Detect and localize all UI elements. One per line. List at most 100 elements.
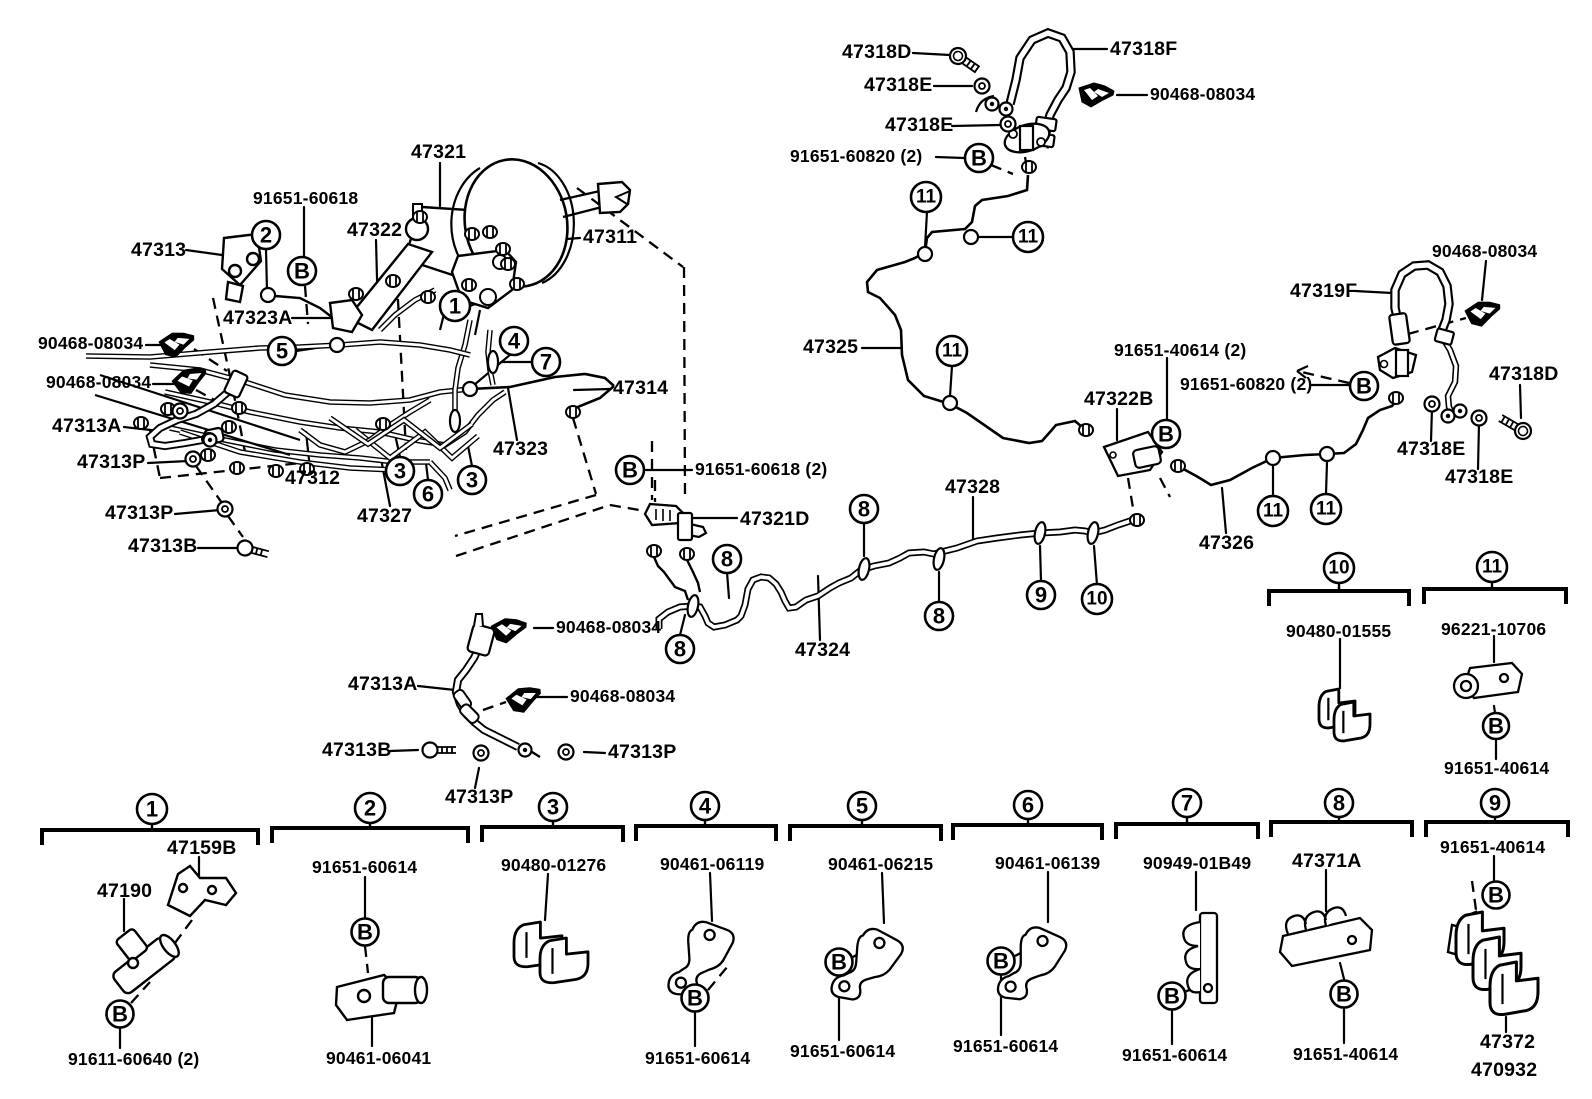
svg-text:47318E: 47318E <box>1445 466 1513 488</box>
svg-text:10: 10 <box>1086 589 1107 610</box>
svg-text:B: B <box>112 1002 128 1027</box>
svg-text:47328: 47328 <box>945 476 1000 498</box>
svg-text:2: 2 <box>260 223 272 248</box>
svg-text:47321: 47321 <box>411 141 466 163</box>
svg-text:3: 3 <box>394 459 406 484</box>
svg-text:90468-08034: 90468-08034 <box>46 372 151 392</box>
svg-text:6: 6 <box>1022 793 1034 818</box>
svg-text:8: 8 <box>858 497 870 522</box>
svg-text:47313B: 47313B <box>128 535 198 557</box>
svg-text:47326: 47326 <box>1199 532 1254 554</box>
svg-text:11: 11 <box>1018 227 1039 248</box>
svg-text:B: B <box>622 458 638 483</box>
svg-text:B: B <box>294 259 310 284</box>
svg-text:11: 11 <box>1316 499 1337 520</box>
svg-text:47313P: 47313P <box>608 741 676 763</box>
svg-text:47372: 47372 <box>1480 1031 1535 1053</box>
svg-text:90461-06139: 90461-06139 <box>995 853 1100 873</box>
svg-text:3: 3 <box>547 795 559 820</box>
svg-text:7: 7 <box>1181 791 1193 816</box>
svg-text:47322B: 47322B <box>1084 388 1154 410</box>
svg-text:90461-06041: 90461-06041 <box>326 1048 431 1068</box>
svg-text:47323A: 47323A <box>223 307 293 329</box>
svg-text:96221-10706: 96221-10706 <box>1441 619 1546 639</box>
svg-text:91651-60820 (2): 91651-60820 (2) <box>790 146 922 166</box>
svg-text:91651-60614: 91651-60614 <box>1122 1045 1227 1065</box>
svg-text:B: B <box>687 986 703 1011</box>
svg-text:90461-06215: 90461-06215 <box>828 854 933 874</box>
svg-text:9: 9 <box>1035 583 1047 608</box>
svg-text:90949-01B49: 90949-01B49 <box>1143 853 1251 873</box>
svg-text:8: 8 <box>674 637 686 662</box>
svg-text:47318E: 47318E <box>1397 438 1465 460</box>
svg-text:90468-08034: 90468-08034 <box>570 686 675 706</box>
svg-text:47325: 47325 <box>803 336 858 358</box>
svg-text:11: 11 <box>916 187 937 208</box>
svg-text:7: 7 <box>540 350 552 375</box>
svg-text:47313P: 47313P <box>445 786 513 808</box>
svg-text:91651-60820 (2): 91651-60820 (2) <box>1180 374 1312 394</box>
svg-text:47313B: 47313B <box>322 739 392 761</box>
svg-text:B: B <box>1488 714 1504 739</box>
svg-text:9: 9 <box>1489 791 1501 816</box>
svg-text:11: 11 <box>1263 501 1284 522</box>
svg-text:B: B <box>971 146 987 171</box>
svg-text:47321D: 47321D <box>740 508 810 530</box>
svg-text:47313P: 47313P <box>105 502 173 524</box>
svg-text:91651-40614: 91651-40614 <box>1293 1044 1398 1064</box>
svg-text:47371A: 47371A <box>1292 850 1362 872</box>
svg-text:47313A: 47313A <box>348 673 418 695</box>
svg-text:5: 5 <box>856 794 868 819</box>
svg-text:3: 3 <box>466 468 478 493</box>
svg-text:11: 11 <box>1482 557 1503 578</box>
svg-text:47318D: 47318D <box>1489 363 1559 385</box>
svg-text:B: B <box>1336 982 1352 1007</box>
svg-text:47318D: 47318D <box>842 41 912 63</box>
svg-text:47313: 47313 <box>131 239 186 261</box>
svg-text:47312: 47312 <box>285 467 340 489</box>
svg-text:90468-08034: 90468-08034 <box>556 617 661 637</box>
svg-text:91651-40614: 91651-40614 <box>1444 758 1549 778</box>
svg-text:47311: 47311 <box>583 226 637 248</box>
svg-text:91651-60614: 91651-60614 <box>645 1048 750 1068</box>
svg-text:47313A: 47313A <box>52 415 122 437</box>
svg-text:47318F: 47318F <box>1110 38 1177 60</box>
svg-text:91651-60618: 91651-60618 <box>253 188 358 208</box>
svg-text:47319F: 47319F <box>1290 280 1357 302</box>
svg-text:91651-60614: 91651-60614 <box>790 1041 895 1061</box>
svg-text:90480-01276: 90480-01276 <box>501 855 606 875</box>
svg-text:47318E: 47318E <box>885 114 953 136</box>
svg-text:11: 11 <box>942 341 963 362</box>
svg-text:1: 1 <box>449 294 461 319</box>
svg-text:8: 8 <box>721 547 733 572</box>
svg-text:90480-01555: 90480-01555 <box>1286 621 1391 641</box>
svg-text:47313P: 47313P <box>77 451 145 473</box>
svg-text:91651-60614: 91651-60614 <box>953 1036 1058 1056</box>
svg-text:91651-60614: 91651-60614 <box>312 857 417 877</box>
svg-text:470932: 470932 <box>1471 1059 1537 1081</box>
svg-text:47323: 47323 <box>493 438 548 460</box>
svg-text:91651-40614 (2): 91651-40614 (2) <box>1114 340 1246 360</box>
svg-text:90468-08034: 90468-08034 <box>1432 241 1537 261</box>
svg-text:47322: 47322 <box>347 219 402 241</box>
svg-text:47190: 47190 <box>97 880 152 902</box>
svg-text:90461-06119: 90461-06119 <box>660 854 764 874</box>
svg-text:47159B: 47159B <box>167 837 237 859</box>
svg-text:91651-40614: 91651-40614 <box>1440 837 1545 857</box>
svg-text:B: B <box>993 949 1009 974</box>
svg-text:B: B <box>357 920 373 945</box>
svg-text:2: 2 <box>364 796 376 821</box>
svg-text:B: B <box>1488 883 1504 908</box>
svg-text:B: B <box>1158 422 1174 447</box>
svg-text:B: B <box>831 950 847 975</box>
svg-text:B: B <box>1164 984 1180 1009</box>
svg-text:47327: 47327 <box>357 505 412 527</box>
svg-text:10: 10 <box>1328 558 1349 579</box>
svg-text:6: 6 <box>422 482 434 507</box>
svg-text:90468-08034: 90468-08034 <box>38 333 143 353</box>
svg-text:4: 4 <box>508 329 521 354</box>
svg-text:4: 4 <box>699 794 712 819</box>
svg-text:47324: 47324 <box>795 639 850 661</box>
svg-text:8: 8 <box>1333 791 1345 816</box>
svg-text:91611-60640 (2): 91611-60640 (2) <box>68 1049 199 1069</box>
